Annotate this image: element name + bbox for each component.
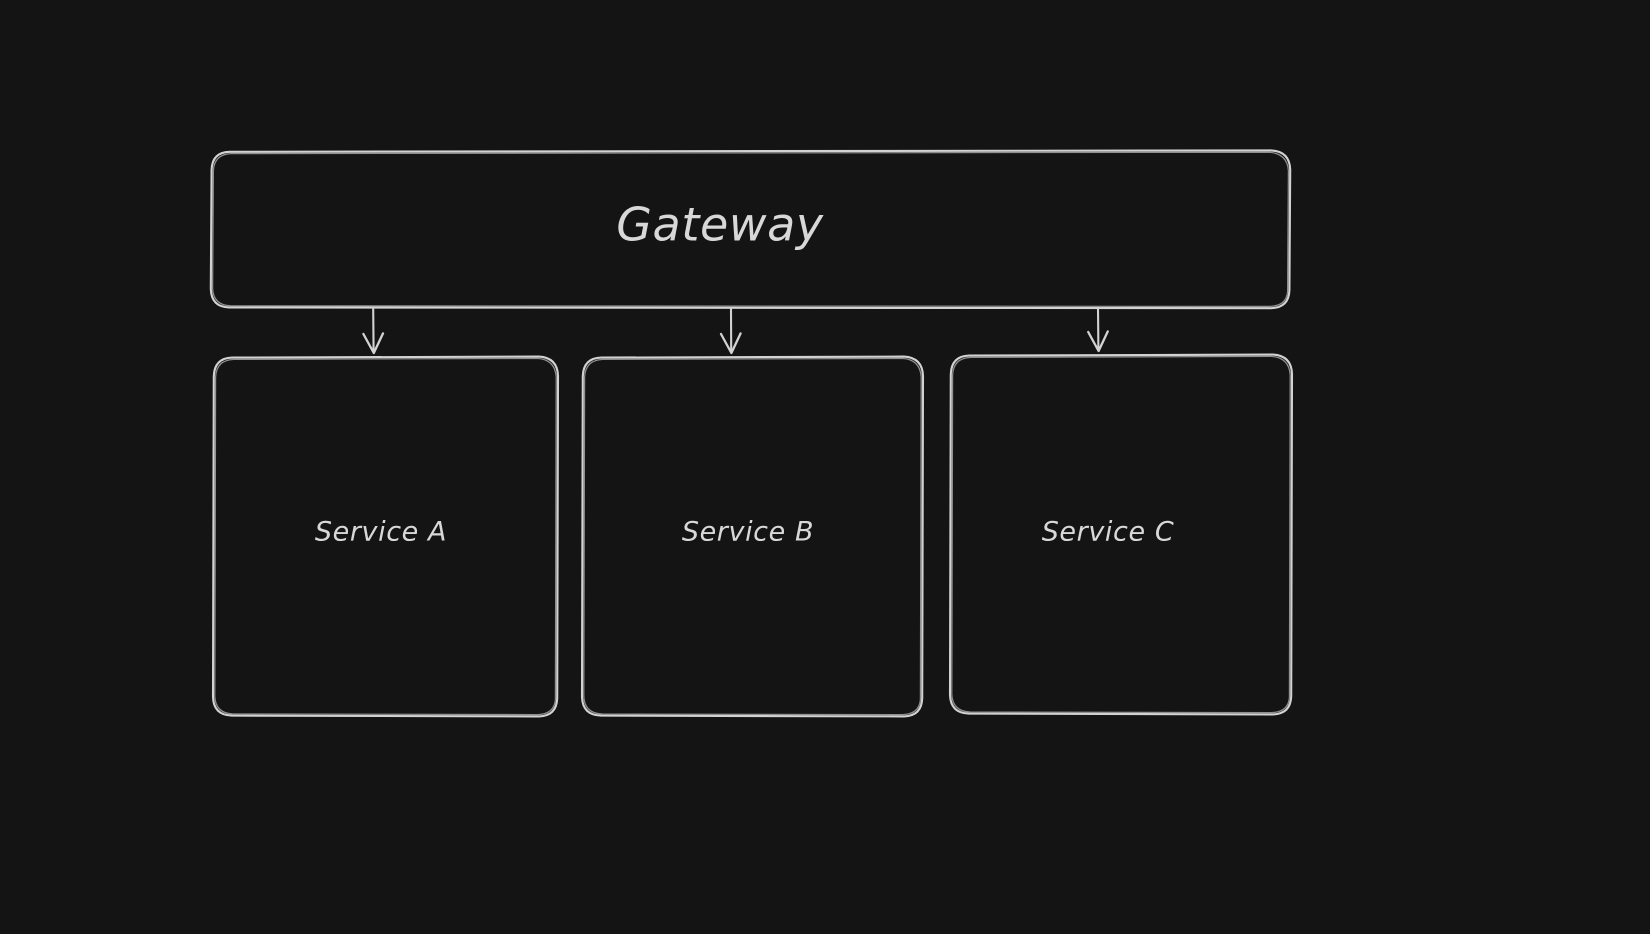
service-a-node-label: Service A [315,517,447,548]
service-a-node-outline [211,355,560,718]
edge-gateway-to-service-b[interactable] [719,307,742,355]
edge-gateway-to-service-c[interactable] [1087,306,1109,353]
edge-gateway-to-service-c-arrowhead [1087,330,1109,353]
node-service-a[interactable]: Service A [211,355,560,718]
service-c-node-outline-sketch-pass [951,355,1291,714]
service-a-node-background [213,357,558,717]
edge-gateway-to-service-b-arrowhead [719,332,742,355]
edge-gateway-to-service-a[interactable] [362,307,385,355]
service-b-node-label: Service B [682,517,814,548]
gateway-node-outline [209,149,1292,310]
service-c-node-background [950,355,1292,715]
gateway-node-label: Gateway [616,198,824,252]
service-c-node-label: Service C [1042,517,1175,548]
gateway-node-outline-sketch-pass [211,151,1290,308]
service-b-node-background [582,357,923,717]
service-a-node-outline-sketch-pass [214,357,557,716]
service-b-node-outline-sketch-pass [583,357,922,716]
node-gateway[interactable]: Gateway [209,149,1292,310]
service-b-node-outline [580,355,925,718]
edge-gateway-to-service-a-arrowhead [362,332,385,355]
gateway-node-background [211,151,1290,308]
node-service-b[interactable]: Service B [580,355,925,718]
node-service-c[interactable]: Service C [948,353,1294,716]
service-c-node-outline [948,353,1294,716]
